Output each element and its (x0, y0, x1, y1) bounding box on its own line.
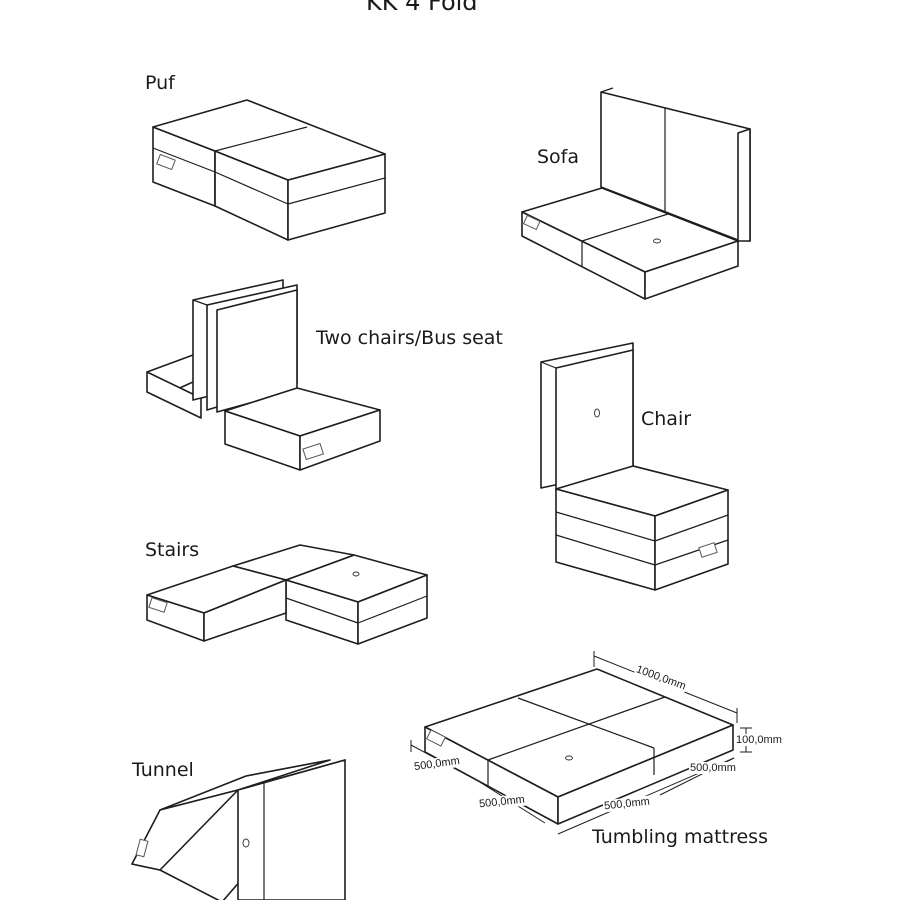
tunnel-label: Tunnel (132, 759, 194, 781)
two-chairs-illustration (146, 279, 381, 471)
chair-label: Chair (641, 408, 692, 430)
tunnel-illustration (131, 759, 346, 903)
puf-illustration (152, 99, 386, 241)
puf-label: Puf (145, 72, 175, 94)
stairs-illustration (146, 544, 428, 645)
tumbling-mattress-label: Tumbling mattress (592, 826, 768, 848)
sofa-label: Sofa (537, 146, 580, 168)
height-dimension: 100,0mm (735, 734, 783, 746)
sofa-illustration (521, 87, 751, 300)
chair-illustration (540, 342, 729, 591)
stairs-label: Stairs (145, 539, 200, 561)
right-side-dimension: 500,0mm (689, 762, 737, 774)
diagram-title: KK 4 Fold (366, 0, 478, 16)
tumbling-mattress-illustration (410, 651, 752, 835)
two-chairs-label: Two chairs/Bus seat (316, 327, 503, 349)
